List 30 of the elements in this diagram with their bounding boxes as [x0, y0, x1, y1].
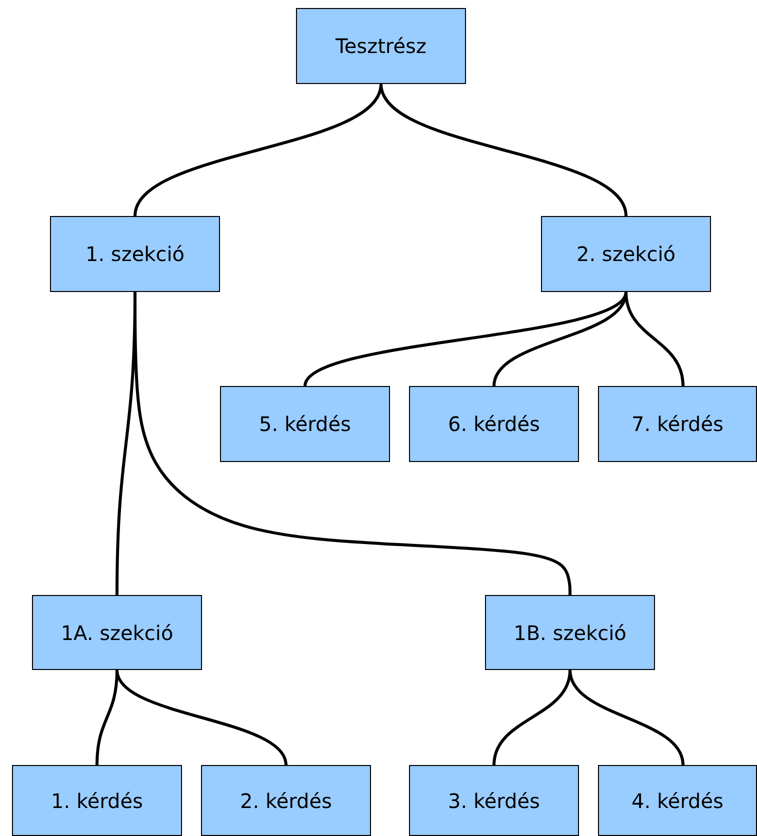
- node-label: 2. szekció: [576, 242, 676, 266]
- node-box: [50, 216, 220, 292]
- connector-line: [304, 291, 628, 387]
- connector-line: [624, 292, 684, 386]
- node-label: 2. kérdés: [240, 788, 332, 812]
- node-label: 5. kérdés: [259, 412, 351, 436]
- node-label: 3. kérdés: [448, 788, 540, 812]
- node-label: 4. kérdés: [632, 788, 724, 812]
- connector-line: [380, 84, 628, 216]
- node-label: 1. szekció: [85, 242, 185, 266]
- node-label: 1B. szekció: [514, 620, 626, 644]
- node-box: [541, 216, 711, 292]
- connector-line: [568, 670, 684, 766]
- node-label: 1. kérdés: [51, 788, 143, 812]
- node-box: [12, 765, 182, 836]
- node-label: 6. kérdés: [448, 412, 540, 436]
- node-box: [485, 595, 655, 670]
- connector-line: [134, 292, 572, 596]
- node-box: [201, 765, 371, 836]
- node-box: [296, 8, 466, 84]
- node-box: [220, 386, 390, 462]
- node-label: 1A. szekció: [60, 620, 174, 644]
- node-label: 7. kérdés: [632, 412, 724, 436]
- node-label: Tesztrész: [336, 34, 426, 58]
- node-box: [32, 595, 202, 670]
- node-box: [598, 386, 757, 462]
- node-box: [409, 765, 579, 836]
- node-box: [409, 386, 579, 462]
- connector-line: [116, 670, 288, 766]
- node-box: [598, 765, 757, 836]
